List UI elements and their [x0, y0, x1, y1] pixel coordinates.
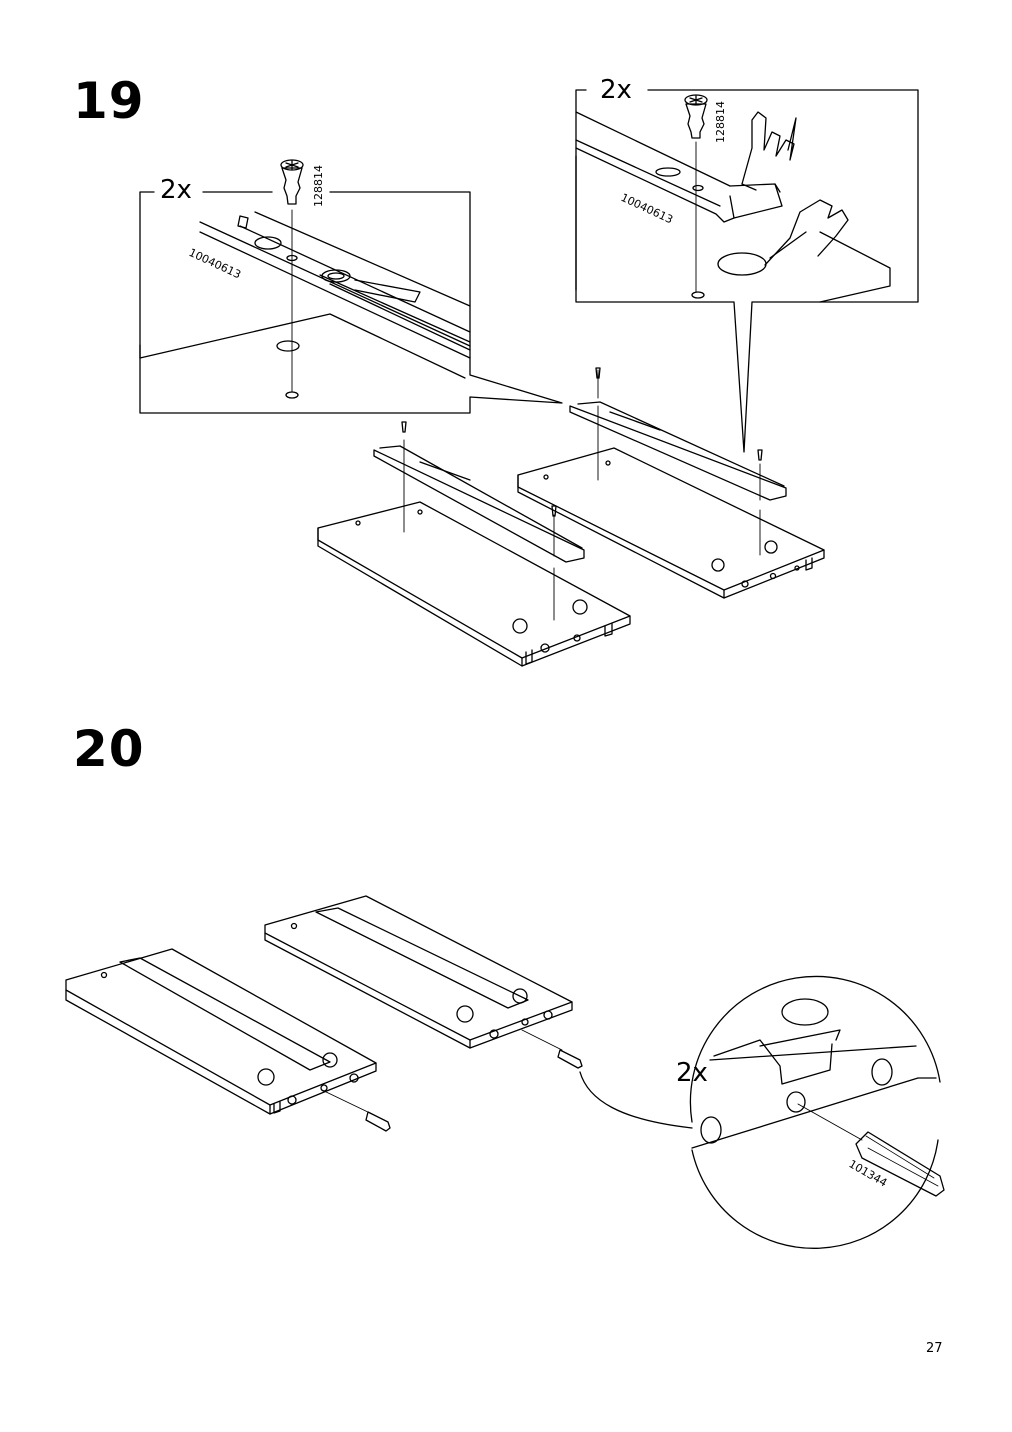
step-19-right-screw-part: 128814 [714, 101, 727, 143]
step-19-detail-left: 2x 10040613 128814 [139, 159, 563, 414]
rail-icon [199, 211, 471, 359]
step-19-right-quantity: 2x [600, 75, 632, 105]
screw-icon [280, 159, 304, 205]
step-19-rail-front [373, 421, 585, 621]
step-20-dowel-part: 101344 [847, 1157, 890, 1189]
step-20-number: 20 [73, 720, 145, 778]
step-20-board-left [65, 948, 377, 1115]
step-19-left-rail-part: 10040613 [187, 246, 243, 281]
step-20-detail-circle: 2x 101344 [579, 975, 945, 1249]
screw-icon [684, 94, 708, 139]
step-19-board-back [517, 447, 825, 599]
press-hand-icon [741, 111, 849, 266]
step-19-left-screw-part: 128814 [312, 165, 325, 207]
step-19-right-rail-part: 10040613 [619, 191, 675, 226]
step-19-board-front [317, 501, 631, 667]
page-number: 27 [926, 1341, 943, 1356]
dowel-icon [521, 1029, 583, 1069]
dowel-icon [321, 1089, 391, 1132]
step-20-board-right [264, 895, 573, 1049]
step-19-number: 19 [73, 72, 145, 130]
step-19-detail-right: 2x 10040613 128814 [575, 75, 919, 453]
step-19-left-quantity: 2x [160, 175, 192, 205]
step-20-quantity: 2x [676, 1058, 708, 1088]
step-19-rail-back [569, 367, 787, 556]
